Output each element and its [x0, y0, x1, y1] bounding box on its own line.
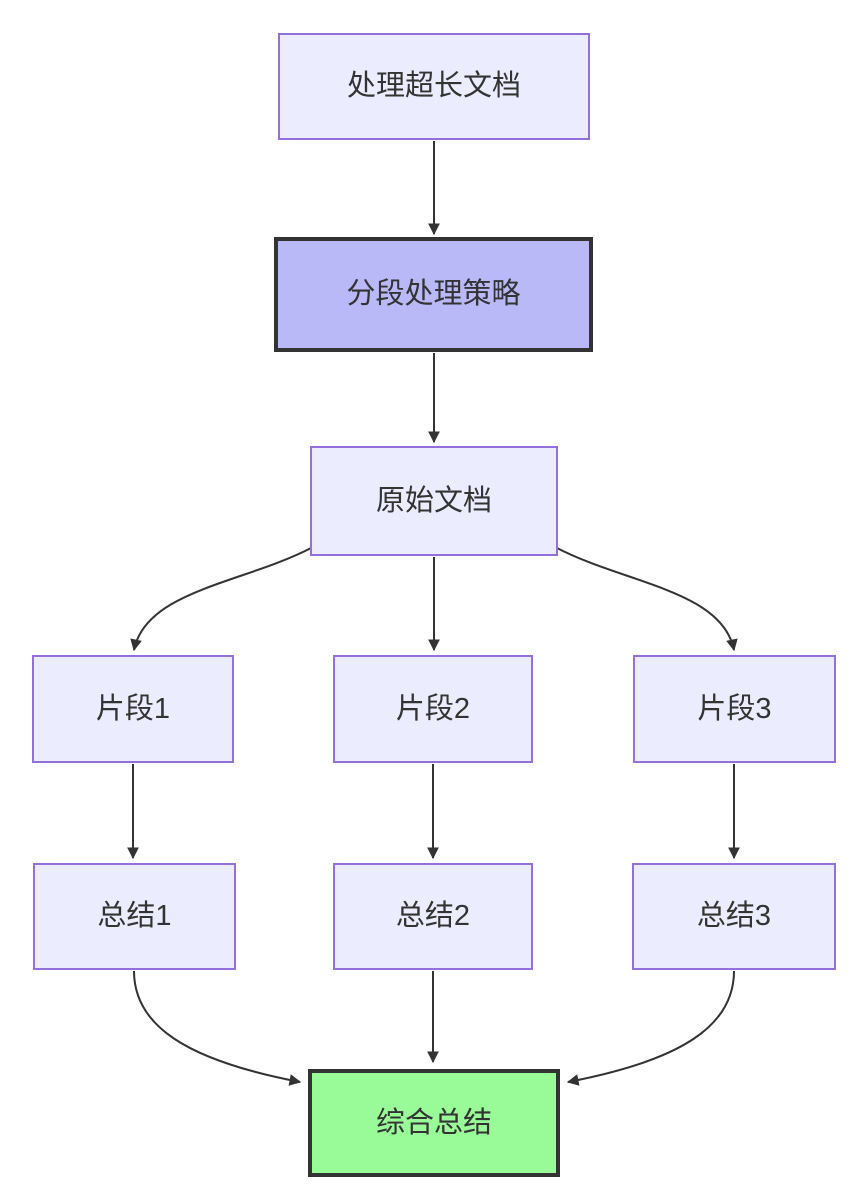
- node-process-label: 处理超长文档: [346, 70, 521, 103]
- node-process: 处理超长文档: [278, 33, 590, 140]
- node-sum3: 总结3: [632, 863, 836, 970]
- node-doc: 原始文档: [310, 446, 558, 556]
- node-sum2: 总结2: [333, 863, 533, 970]
- edge-sum1-final: [133, 970, 302, 1086]
- node-sum1: 总结1: [33, 863, 236, 970]
- node-seg2: 片段2: [333, 655, 533, 763]
- node-final: 综合总结: [308, 1069, 560, 1177]
- edge-doc-seg3: [554, 546, 738, 652]
- node-seg1: 片段1: [32, 655, 234, 763]
- node-seg2-label: 片段2: [395, 692, 471, 725]
- node-seg1-label: 片段1: [95, 692, 171, 725]
- node-final-label: 综合总结: [375, 1106, 492, 1139]
- node-strategy-label: 分段处理策略: [346, 278, 521, 311]
- node-seg3-label: 片段3: [697, 692, 772, 725]
- node-strategy: 分段处理策略: [274, 237, 593, 352]
- node-seg3: 片段3: [633, 655, 836, 763]
- node-sum2-label: 总结2: [395, 900, 471, 933]
- node-doc-label: 原始文档: [375, 484, 492, 517]
- node-sum3-label: 总结3: [696, 900, 772, 933]
- edge-doc-seg1: [130, 546, 314, 652]
- edge-sum3-final: [566, 970, 735, 1086]
- node-sum1-label: 总结1: [97, 900, 172, 933]
